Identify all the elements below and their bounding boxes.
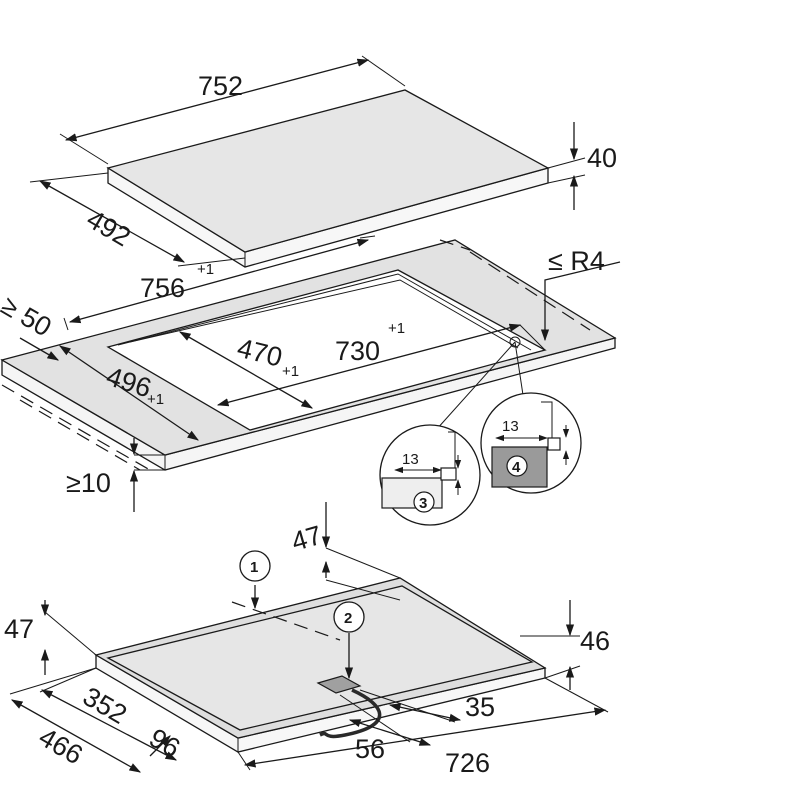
underside-height-label: 46 xyxy=(580,626,610,656)
detail3-circle: 13 3 xyxy=(379,424,481,526)
detail4-leader xyxy=(514,341,524,396)
underside-height-dimension: 46 xyxy=(520,600,610,690)
callout-1: 1 xyxy=(231,550,341,641)
underside-side-offset-label: 47 xyxy=(4,614,34,644)
hob-depth-label: 492 xyxy=(82,204,136,253)
front-clearance-label: ≥ 50 xyxy=(0,290,57,342)
underside-top-offset-label: 47 xyxy=(288,520,325,557)
callout-1-label: 1 xyxy=(250,559,258,576)
underside-width-dimension: 726 xyxy=(237,677,609,778)
connector-offset-b-label: 56 xyxy=(355,734,385,764)
callout-2-label: 2 xyxy=(344,610,352,627)
hob-drawing xyxy=(106,89,550,268)
cutout-outer-width-tol: +1 xyxy=(197,261,214,278)
underside-width-label: 726 xyxy=(445,748,490,778)
cutout-outer-depth-tol: +1 xyxy=(147,391,164,408)
hob-width-label: 752 xyxy=(198,71,243,101)
cutout-inner-width-tol: +1 xyxy=(388,320,405,337)
underside-depth-a-label: 352 xyxy=(78,681,132,730)
thickness-dimension: ≥10 xyxy=(66,438,165,512)
cutout-outer-width-label: 756 xyxy=(140,273,185,303)
cutout-outer-width-dimension: 756 +1 xyxy=(63,235,376,331)
connector-offset-a-label: 35 xyxy=(465,692,495,722)
detail-origin-marker xyxy=(509,336,521,348)
hob-height-dimension: 40 xyxy=(547,122,617,210)
cutout-inner-depth-tol: +1 xyxy=(282,363,299,380)
corner-radius-label: ≤ R4 xyxy=(548,246,605,276)
detail4-dimension-label: 13 xyxy=(502,418,519,435)
underside-side-offset-dimension: 47 xyxy=(4,600,97,675)
underside-depth-b-label: 466 xyxy=(34,722,88,771)
hob-width-dimension: 752 xyxy=(59,55,406,165)
corner-radius-dimension: ≤ R4 xyxy=(540,246,621,342)
detail4-circle: 13 4 xyxy=(480,392,582,494)
detail3-dimension-label: 13 xyxy=(402,451,419,468)
detail3-callout-label: 3 xyxy=(419,495,427,512)
callout-2: 2 xyxy=(333,601,365,680)
thickness-label: ≥10 xyxy=(66,468,111,498)
detail4-callout-label: 4 xyxy=(512,459,521,476)
underside-front-offset-label: 96 xyxy=(144,723,185,764)
underside-front-offset-dimension: 96 xyxy=(144,723,185,764)
cutout-inner-width-dimension: 730 +1 xyxy=(216,320,546,407)
hob-height-label: 40 xyxy=(587,143,617,173)
cutout-inner-width-label: 730 xyxy=(335,336,380,366)
detail3-leader xyxy=(435,341,516,431)
